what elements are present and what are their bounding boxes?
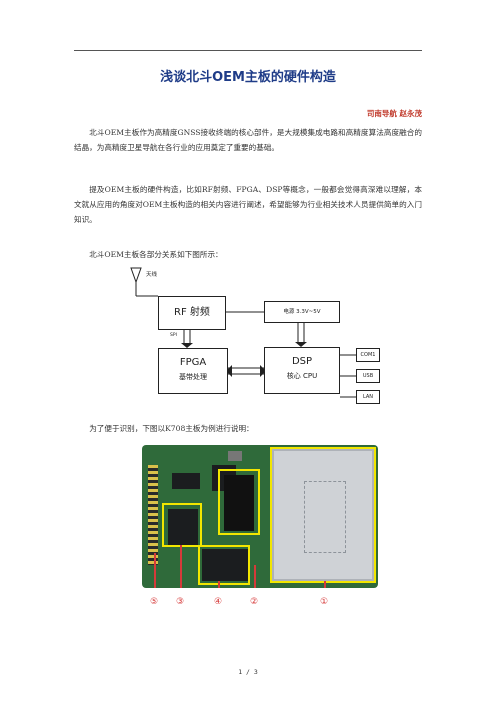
dsp-title: DSP [291, 356, 313, 367]
crystal [228, 451, 242, 461]
dsp-subtitle: 核心 CPU [286, 372, 318, 380]
page-number: 1 / 3 [238, 668, 258, 676]
fpga-title: FPGA [179, 357, 207, 368]
marker-4: ④ [214, 597, 223, 607]
paragraph-intro: 北斗OEM主板作为高精度GNSS接收终端的核心部件，是大规模集成电路和高精度算法… [74, 128, 422, 152]
paragraph-photo-intro: 为了便于识别，下图以K708主板为例进行说明： [89, 424, 254, 433]
marker-3: ③ [176, 597, 185, 607]
chip-flash [168, 509, 198, 545]
rf-shield [272, 449, 374, 581]
paragraph-hardware: 提及OEM主板的硬件构造，比如RF射频、FPGA、DSP等概念，一般都会觉得高深… [74, 185, 422, 224]
power-block: 电源 3.3V~5V [264, 301, 340, 323]
paragraph-diagram-intro: 北斗OEM主板各部分关系如下图所示： [89, 250, 223, 259]
rf-block: RF 射频 [158, 296, 226, 330]
chip-fpga [202, 549, 248, 581]
pin-header [148, 465, 158, 565]
port-usb: USB [356, 369, 380, 383]
marker-2: ② [250, 597, 259, 607]
board-photo [142, 445, 378, 588]
port-com1: COM1 [356, 348, 380, 362]
spi-label: SPI [170, 333, 177, 338]
fpga-block: FPGA 基带处理 [158, 348, 228, 394]
fpga-subtitle: 基带处理 [179, 373, 207, 381]
port-lan: LAN [356, 390, 380, 404]
chip-dsp [224, 475, 254, 531]
author-line: 司南导航 赵永茂 [366, 109, 422, 118]
header-rule [74, 50, 422, 51]
antenna-icon [130, 267, 142, 284]
page-title: 浅谈北斗OEM主板的硬件构造 [160, 70, 336, 85]
marker-1: ① [320, 597, 329, 607]
chip-small [172, 473, 200, 489]
antenna-label: 天线 [146, 272, 158, 278]
marker-5: ⑤ [150, 597, 159, 607]
dsp-block: DSP 核心 CPU [264, 347, 340, 394]
